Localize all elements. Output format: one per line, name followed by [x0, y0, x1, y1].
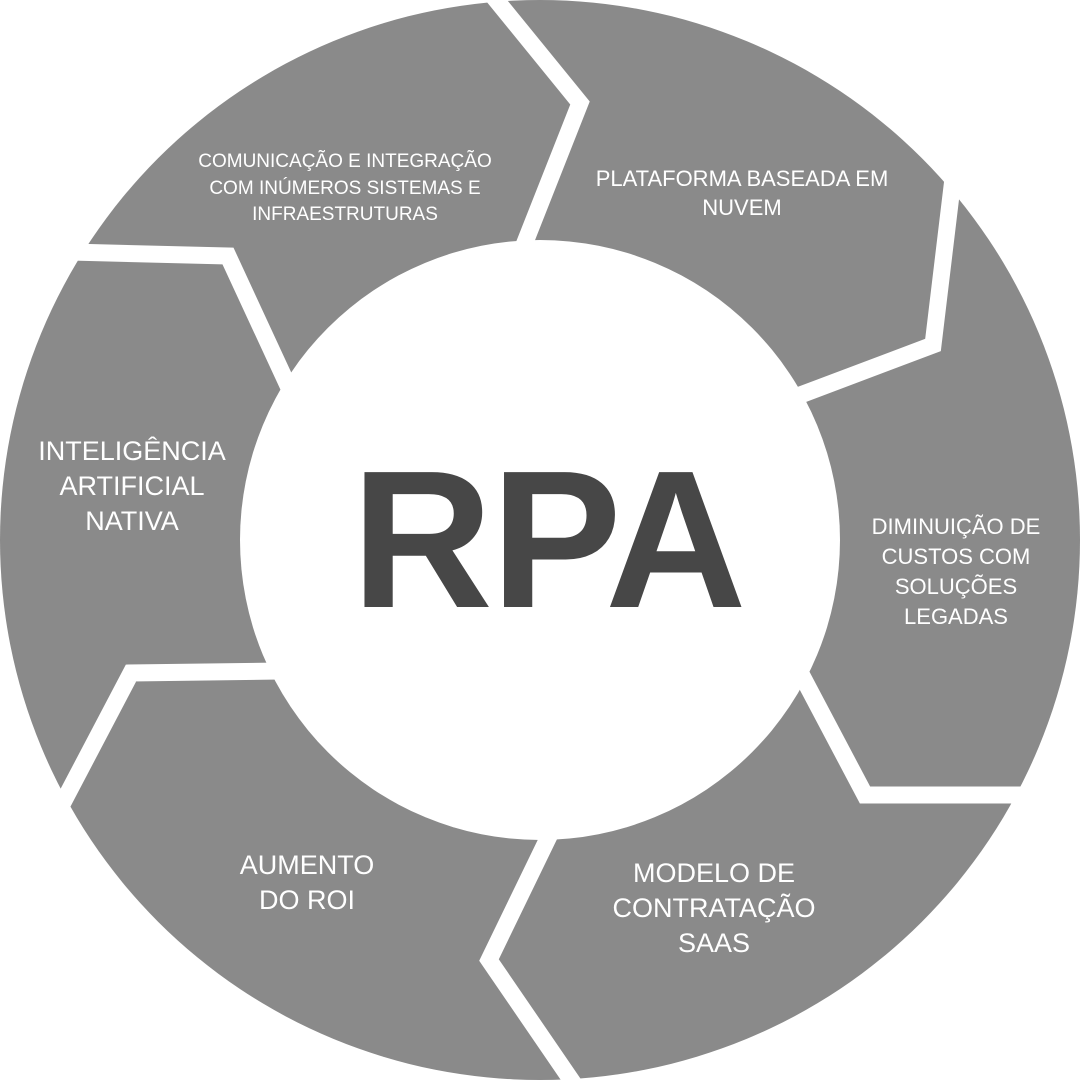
segment-label-saas: MODELO DE CONTRATAÇÃO SAAS — [612, 856, 815, 961]
inner-circle — [240, 240, 840, 840]
segment-gap — [69, 243, 298, 394]
label-line: PLATAFORMA BASEADA EM — [595, 166, 889, 191]
segment-label-integration: COMUNICAÇÃO E INTEGRAÇÃO COM INÚMEROS SI… — [198, 149, 491, 229]
label-line: CUSTOS COM — [881, 543, 1031, 569]
label-line: SAAS — [677, 928, 751, 959]
label-line: DO ROI — [258, 885, 356, 916]
label-line: MODELO DE — [632, 858, 796, 888]
segment-label-roi: AUMENTO DO ROI — [240, 848, 375, 918]
label-line: COM INÚMEROS SISTEMAS E — [209, 177, 481, 199]
segment-label-ai: INTELIGÊNCIA ARTIFICIAL NATIVA — [38, 434, 226, 539]
segment-label-costs: DIMINUIÇÃO DE CUSTOS COM SOLUÇÕES LEGADA… — [872, 512, 1041, 632]
segment-gap — [792, 668, 1080, 804]
segment-gap — [792, 168, 963, 405]
label-line: NATIVA — [85, 506, 179, 537]
label-line: INTELIGÊNCIA — [38, 436, 226, 466]
segment-gap — [50, 662, 281, 816]
segment-gap — [485, 0, 590, 254]
label-line: NUVEM — [702, 194, 782, 220]
segment-gap — [479, 826, 582, 1080]
label-line: AUMENTO — [239, 850, 375, 880]
label-line: COMUNICAÇÃO E INTEGRAÇÃO — [198, 151, 492, 172]
label-line: SOLUÇÕES — [894, 573, 1018, 599]
label-line: LEGADAS — [904, 603, 1008, 629]
segment-label-cloud: PLATAFORMA BASEADA EM NUVEM — [596, 165, 889, 222]
label-line: DIMINUIÇÃO DE — [871, 514, 1041, 539]
label-line: INFRAESTRUTURAS — [252, 204, 438, 226]
label-line: ARTIFICIAL — [59, 471, 205, 502]
center-title: RPA — [351, 430, 746, 649]
label-line: CONTRATAÇÃO — [612, 893, 816, 924]
